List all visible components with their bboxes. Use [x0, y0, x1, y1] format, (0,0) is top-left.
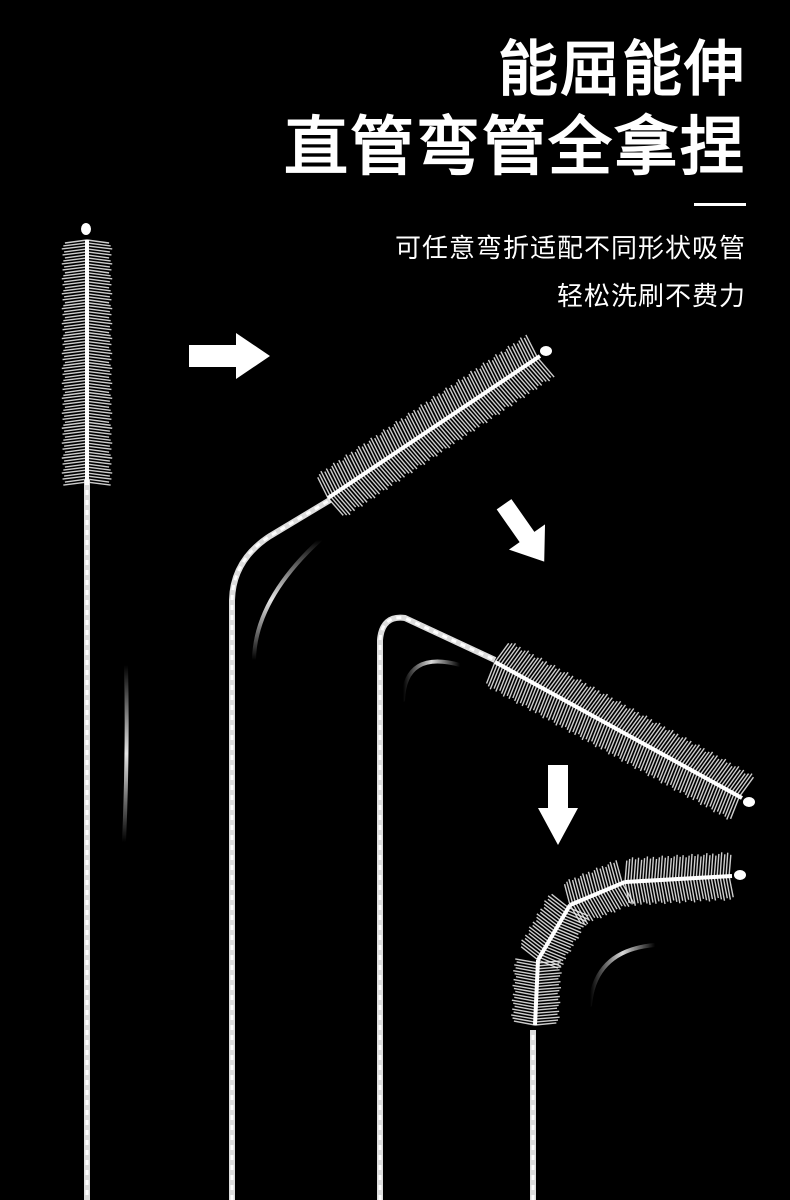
headline-line-1: 能屈能伸 — [498, 35, 746, 105]
arrow-down-right-icon — [496, 499, 546, 562]
bristle-head — [511, 852, 734, 1026]
subtitle-line-2: 轻松洗刷不费力 — [556, 282, 746, 312]
arrow-right-icon — [189, 333, 270, 379]
divider — [694, 203, 746, 206]
straight-brush — [61, 223, 113, 1200]
subtitle-line-1: 可任意弯折适配不同形状吸管 — [394, 234, 746, 264]
motion-glow — [122, 538, 657, 1007]
bent-brush — [229, 334, 555, 1200]
bristle-head — [485, 642, 755, 820]
arrow-down-icon — [538, 765, 578, 845]
bristle-head — [317, 334, 555, 516]
headline-line-2: 直管弯管全拿捏 — [284, 111, 746, 185]
curved-brush — [511, 852, 746, 1200]
hooked-brush — [377, 614, 755, 1200]
bristle-head — [61, 239, 113, 486]
